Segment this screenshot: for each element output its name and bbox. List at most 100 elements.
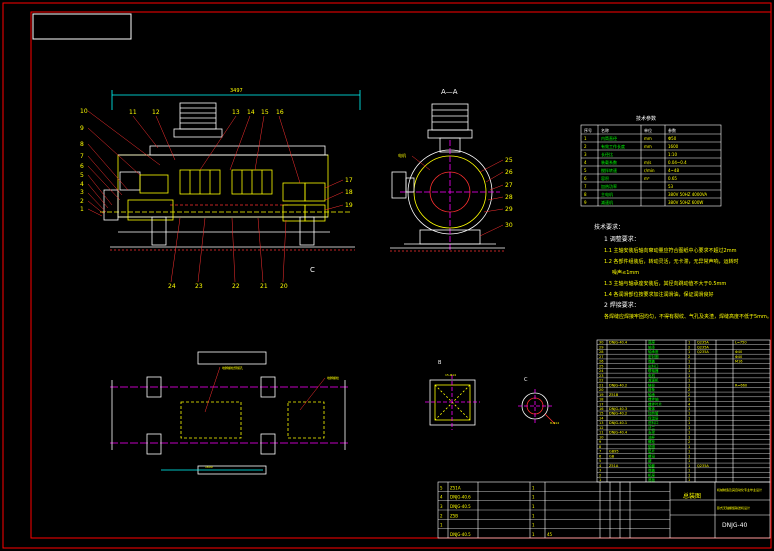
parts-list-cell: 轴承座 [648,349,659,354]
parts-list-cell: 26 [599,360,603,364]
balloon-2: 2 [80,198,84,205]
tech-params-header: 单位 [644,127,652,133]
parts-list-cell: Z51B [609,393,619,397]
parts-list-cell: 15 [599,412,603,416]
balloon-16: 16 [276,109,284,116]
parts-list-cell: 链轮 [648,382,656,387]
parts-list-cell: 25 [599,364,603,368]
parts-list-cell: 螺母 [648,453,656,458]
detail-circle [518,389,556,425]
tech-params-cell: 4 [584,160,587,165]
balloon-21: 21 [260,283,268,290]
parts-list-cell: 17 [599,402,603,406]
parts-list-cell: 1 [688,473,690,477]
balloon-19: 19 [345,202,353,209]
lower-table-cell: DNJG-40.5 [450,532,471,537]
parts-list-cell: 底板 [648,477,656,482]
tech-params-cell: 9 [584,200,587,205]
tech-req-line: 1 调整要求： [604,235,640,243]
parts-list-cell: 筒体 [648,406,656,411]
balloon-4: 4 [80,181,84,188]
side-view-balloons: 25 26 27 28 29 30 [505,157,513,229]
tech-req-line: 1.1 主轴安装后轴向窜动量应符合图纸中心要求不超过2mm [604,247,737,254]
parts-list-cell: 11 [599,431,603,435]
parts-list-cell: 1 [688,435,690,439]
lower-table-cell: 4 [440,495,443,500]
parts-list-cell: 1 [688,412,690,416]
balloon-7: 7 [80,153,84,160]
motor-callout: 电机 [398,152,406,158]
parts-list-cell: 1 [688,407,690,411]
parts-list-cell: 24 [599,369,604,373]
balloon-30: 30 [505,222,513,229]
base-plan-leaders [204,366,326,413]
parts-list-cell: 进料口 [648,420,659,425]
section-title-a-a: A—A [441,88,458,96]
balloon-12: 12 [152,109,160,116]
parts-list-cell: 9 [599,440,601,444]
parts-list-cell: 1 [599,478,601,482]
parts-list-cell: 螺栓 [648,439,656,444]
base-plan-right-note: 地脚螺栓 [327,375,339,380]
sheet-inner-border [30,11,772,539]
parts-list-cell: 14 [599,416,604,420]
tech-params-cell: mm [644,144,652,149]
parts-list-cell: 1 [688,383,690,387]
lower-table-cell: 5 [440,485,443,490]
parts-list-cell: R=660 [735,383,747,387]
title-drawing-number: DNJG-40 [722,522,748,529]
parts-list-cell: DNJG-40.2 [609,412,627,416]
parts-list-cell: 18 [599,398,603,402]
tech-params-cell: 1600 [668,144,679,149]
tech-params-header: 名称 [601,127,609,133]
base-plan-bottom-dim: 1600 [205,465,213,469]
lower-table-cell: DNJG-40.6 [450,495,471,500]
tech-params-cell: 减速机 [601,199,613,205]
parts-list-cell: 1 [688,459,690,463]
parts-list-cell: 1 [688,450,690,454]
tech-req-line: 1.3 主轴与轴承座安装后，其径向跳动值不大于0.5mm [604,280,726,287]
parts-list-cell: Φ40 [735,350,742,354]
tech-params-cell: 长径比 [601,151,613,157]
parts-list-cell: 轴套 [648,463,656,468]
lower-table-cell: 2 [440,513,443,518]
parts-list-cell: 1 [688,360,690,364]
front-view-balloons: 10 9 8 7 6 5 4 3 2 1 11 12 13 14 15 16 1… [80,108,353,290]
balloon-28: 28 [505,194,513,201]
parts-list-cell: 1 [688,398,690,402]
parts-list-cell: 垫圈 [648,444,656,449]
sheet-corner-box [32,13,132,40]
side-leader-lines [411,155,504,237]
parts-list-cell: 法兰 [648,425,656,430]
parts-list-cell: 油杯 [648,434,656,439]
lower-table-cell: 1 [532,504,535,509]
front-view [100,90,361,251]
balloon-5: 5 [80,172,84,179]
parts-list-cell: 1 [688,364,690,368]
balloon-26: 26 [505,169,513,176]
parts-list-cell: 21 [599,383,603,387]
parts-list-cell: Φ40 [735,355,742,359]
lower-table-cell: Z5B [450,513,458,518]
parts-list-cell: DNJG-40.2 [609,383,627,387]
parts-rowlines [597,344,770,478]
balloon-10: 10 [80,108,88,115]
parts-list-cell: 16 [599,407,603,411]
balloon-11: 11 [129,109,137,116]
tech-params-table [580,124,722,207]
tech-req-title: 技术要求： [594,223,624,231]
parts-list-cell: 机座 [648,472,656,477]
title-school: 机械制造及其自动化专业毕业设计 [717,487,762,492]
balloon-14: 14 [247,109,255,116]
overall-dimension: 3497 [230,88,243,94]
parts-list-cell: 端盖 [648,359,656,364]
tech-params-cell: 搅拌转速 [601,167,617,173]
parts-list-cell: 保温层 [648,415,659,420]
parts-list-cell: 1 [688,469,690,473]
tech-params-cell: 8 [584,192,587,197]
tech-params-cell: 3 [584,152,587,157]
parts-list-cell: 密封圈 [648,354,659,359]
tech-params-cell: 6 [584,176,587,181]
